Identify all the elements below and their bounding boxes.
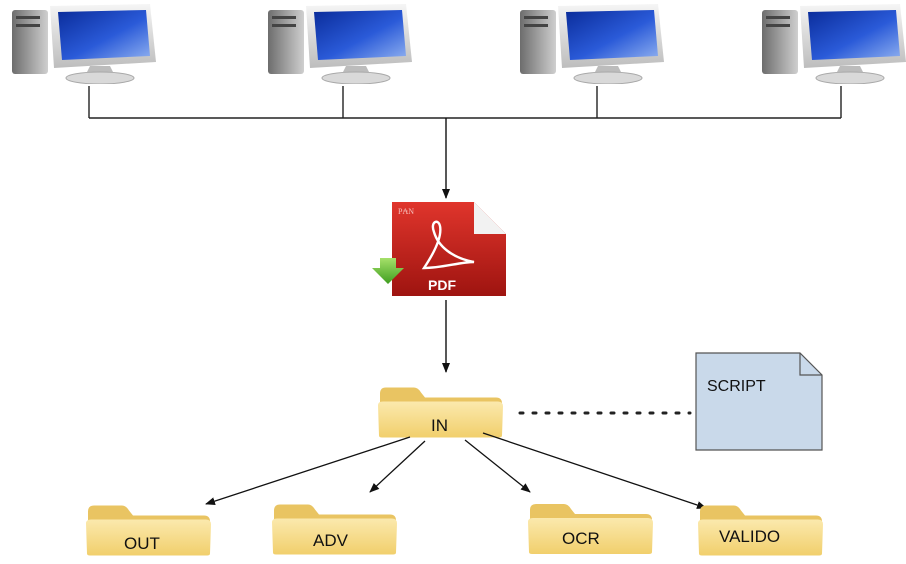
adv-folder-label: ADV (313, 531, 348, 550)
pdf-label: PDF (428, 277, 456, 293)
download-arrow-icon (372, 258, 404, 284)
pdf-icon: P₳N (372, 202, 506, 296)
acrobat-logo-icon (421, 220, 475, 270)
svg-text:P₳N: P₳N (398, 207, 414, 216)
out-folder-label: OUT (124, 534, 160, 553)
script-document-icon (695, 352, 823, 451)
ocr-folder-label: OCR (562, 529, 600, 548)
valido-folder-label: VALIDO (719, 527, 781, 546)
in-folder-label: IN (431, 416, 448, 435)
output-arrows (205, 432, 707, 509)
script-label: SCRIPT (707, 378, 766, 395)
computer-icon-2 (267, 4, 413, 84)
computer-icon-3 (519, 4, 665, 84)
network-bus (88, 86, 842, 119)
computer-icon-4 (761, 4, 906, 84)
computer-icon-1 (11, 4, 157, 84)
